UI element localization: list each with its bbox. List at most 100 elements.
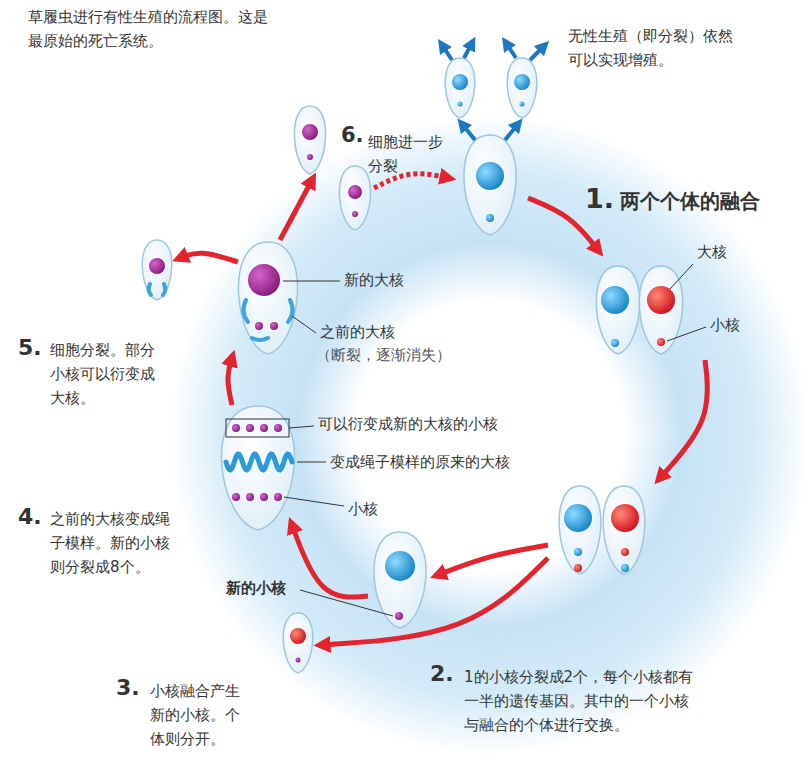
part-name: 小核 [348,497,378,521]
leader-line [292,316,316,333]
leader-line [297,462,326,463]
nucleus [385,551,415,581]
arrows [180,43,707,645]
part-name: 新的大核 [344,268,404,292]
nucleus [246,424,254,432]
nucleus [255,322,263,330]
nucleus [274,493,282,501]
nucleus [307,154,313,160]
step-number: 2. [430,662,454,686]
step-text: 细胞分裂。部分 小核可以衍变成 大核。 [50,338,161,410]
nucleus [476,162,504,190]
step-number: 5. [18,336,42,360]
nucleus [274,424,282,432]
macronucleus-fragment [252,338,268,340]
nucleus [302,124,318,140]
leader-line [667,327,706,341]
part-note: （断裂，逐渐消失） [316,343,451,367]
cell-body [507,58,537,118]
leader-line [300,590,393,616]
step-number: 6. [341,124,364,147]
part-name: 之前的大核 [320,320,395,344]
cell-body [294,106,325,174]
part-name: 可以衍变成新的大核的小核 [318,412,498,436]
nucleus [246,493,254,501]
part-name: 新的小核 [226,576,286,600]
leader-line [283,281,340,282]
nucleus [290,628,306,644]
nucleus [232,424,240,432]
part-name: 大核 [697,240,727,264]
leader-line [289,426,314,428]
nucleus [348,185,362,199]
nucleus [452,74,468,90]
nucleus [486,214,494,222]
nucleus [514,74,530,90]
cycle-arrow [180,253,238,262]
step-number: 3. [116,676,140,700]
cell-body [238,242,297,354]
cycle-arrow [660,360,707,478]
cell-body [445,58,475,118]
cell-body [464,135,516,235]
cell-body [222,406,295,530]
division-arrow [505,124,518,140]
cell-body [596,266,639,354]
nucleus [657,338,665,346]
nucleus [260,493,268,501]
cycle-arrow [228,358,232,405]
step-number: 1. [585,184,614,214]
macronucleus-fragment [149,284,151,295]
macronucleus-fragment [288,300,293,322]
nucleus [564,504,592,532]
part-name: 变成绳子模样的原来的大核 [330,450,510,474]
step-number: 4. [18,505,42,529]
cycle-arrow [292,525,368,597]
nucleus [621,564,629,572]
nucleus [621,548,629,556]
nucleus [574,564,582,572]
nucleus [352,211,358,217]
step-text: 小核融合产生 新的小核。个 体则分开。 [150,679,246,751]
leader-line [670,264,693,289]
nucleus [395,612,403,620]
nucleus [458,102,463,107]
division-arrow [374,174,448,188]
nucleus [611,504,639,532]
cell-body [339,166,370,230]
cells [142,58,682,673]
division-arrow [464,43,472,58]
nucleus [248,264,280,296]
nucleus [260,424,268,432]
nucleus [601,286,629,314]
rope-macronucleus [226,454,292,470]
cycle-arrow [438,545,548,575]
title: 草履虫进行有性生殖的流程图。这是 最原始的死亡系统。 [28,5,274,53]
macronucleus-fragment [163,284,165,295]
cycle-arrow [280,180,312,240]
leader-line [284,497,344,506]
leader-lines [226,264,706,616]
cell-body [283,613,313,673]
division-arrow [442,45,452,60]
cell-body [142,240,172,300]
nucleus [270,322,278,330]
note: 无性生殖（即分裂）依然 可以实现增殖。 [568,24,739,72]
nucleus [296,658,301,663]
bracket-box [226,419,289,437]
nucleus [647,286,675,314]
step-text: 细胞进一步 分裂 [368,130,449,178]
cycle-ring [170,115,802,755]
step-text: 之前的大核变成绳 子模样。新的小核 则分裂成8个。 [50,507,176,579]
nucleus [574,548,582,556]
division-arrow [506,43,516,58]
nucleus [520,102,525,107]
nucleus [611,339,619,347]
nucleus [232,493,240,501]
division-arrow [462,124,475,140]
cell-body [639,266,682,354]
step-text: 1的小核分裂成2个，每个小核都有 一半的遗传基因。其中的一个小核 与融合的个体进… [464,665,709,737]
cell-body [374,532,426,628]
